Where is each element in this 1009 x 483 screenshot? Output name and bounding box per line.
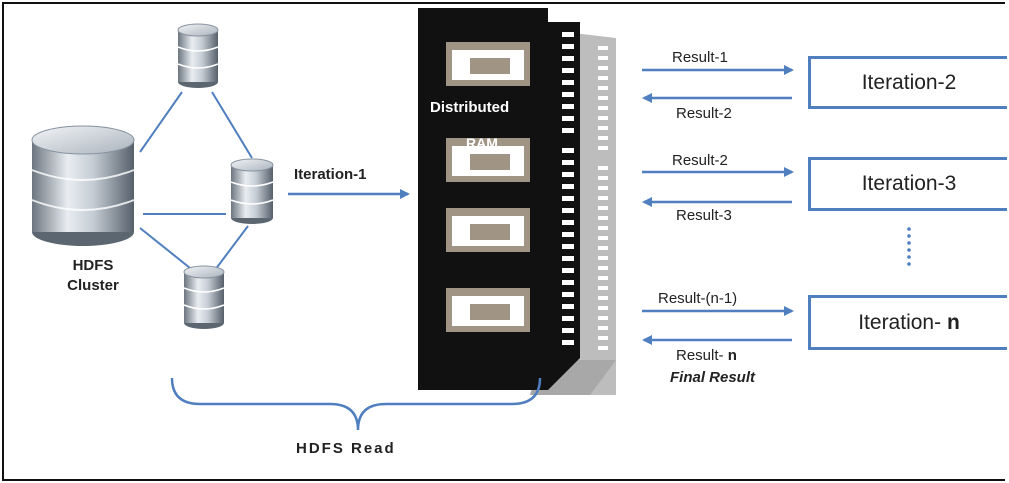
network-links [139, 91, 253, 271]
ram-front-pins [562, 32, 574, 345]
result-label: Result-(n-1) [658, 290, 738, 307]
ram-back-pins [598, 46, 608, 350]
link-to-node-top [139, 91, 183, 153]
database-node-top-icon [177, 23, 219, 88]
database-node-bottom-icon [183, 265, 225, 329]
iteration-1-label: Iteration-1 [294, 166, 367, 183]
result-label: Result-2 [672, 152, 728, 169]
hdfs-read-brace [170, 377, 542, 431]
ram-title-label: Distributed [430, 99, 510, 116]
result-label: Result-3 [676, 207, 732, 224]
hdfs-cluster-database-icon [31, 125, 135, 246]
hdfs-read-label: HDFS Read [296, 440, 396, 457]
iteration-box-label: Iteration-2 [861, 70, 957, 94]
iteration-box-label: Iteration- [858, 310, 947, 334]
iteration-box: Iteration-3 [808, 157, 1007, 211]
iteration-box-label: Iteration-3 [861, 172, 957, 195]
iteration-box: Iteration- n [808, 295, 1007, 350]
final-result-label: Final Result [670, 369, 756, 386]
result-label: Result-2 [676, 105, 732, 122]
iteration-box-label-bold: n [946, 310, 960, 334]
ram-chip-1 [446, 42, 530, 86]
link-to-node-bottom [139, 227, 191, 269]
result-n-bold: n [727, 347, 737, 364]
ram-chip-3 [446, 208, 530, 252]
hdfs-cluster-label-line1: HDFS [72, 257, 114, 274]
result-n-prefix: Result- [676, 347, 728, 364]
hdfs-cluster-label-line2: Cluster [67, 277, 119, 294]
continuation-dots-icon [907, 227, 911, 266]
link-top-to-middle [211, 91, 253, 159]
result-label: Result-1 [672, 49, 728, 66]
result-n-label: Result- n [676, 348, 737, 363]
distributed-ram-module-icon [418, 8, 616, 395]
database-node-middle-icon [230, 158, 274, 224]
ram-subtitle-label: RAM [466, 135, 498, 151]
link-bottom-to-middle [214, 225, 249, 271]
iteration-box: Iteration-2 [808, 56, 1007, 109]
hdfs-cluster-label: HDFS Cluster [58, 256, 128, 296]
ram-chip-2 [446, 138, 530, 182]
result-arrows [642, 65, 794, 345]
ram-chip-4 [446, 288, 530, 332]
